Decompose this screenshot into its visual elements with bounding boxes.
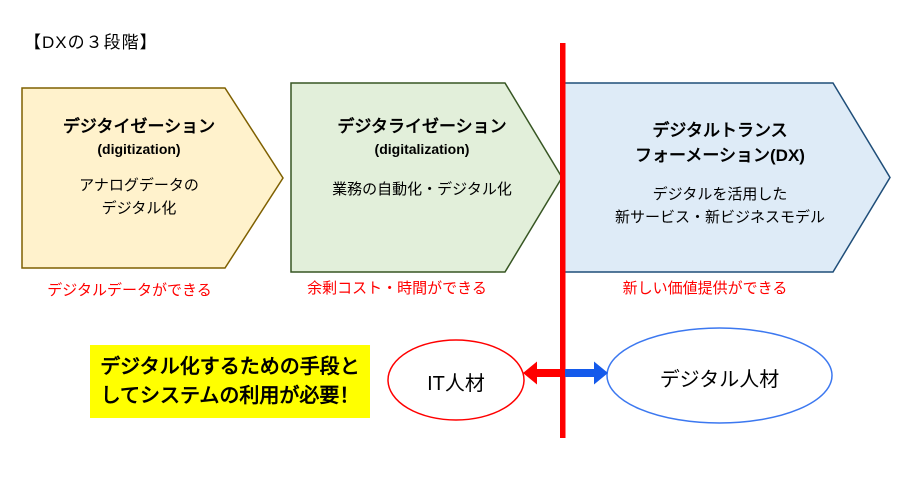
stage3-desc-line2: 新サービス・新ビジネスモデル [614, 209, 825, 226]
stage2-subtitle: (digitalization) [374, 141, 470, 157]
left-arrow-icon [523, 361, 565, 385]
stage2-chevron-shape [290, 82, 563, 273]
right-arrow-icon [565, 361, 608, 385]
note-line1: デジタル化するための手段と [100, 355, 360, 378]
it-jinzai-label: IT人材 [427, 373, 485, 395]
it-jinzai-ellipse [387, 339, 525, 421]
stage1-desc-line2: デジタル化 [101, 200, 177, 217]
stage2-desc-line1: 業務の自動化・デジタル化 [332, 181, 512, 198]
digital-jinzai-ellipse [606, 327, 833, 424]
page-title: 【DXの３段階】 [24, 33, 158, 52]
divider-line [560, 43, 566, 438]
stage1-text-block: デジタイゼーション (digitization) アナログデータの デジタル化 [24, 114, 254, 220]
note-box: デジタル化するための手段と してシステムの利用が必要！ [90, 345, 370, 418]
stage3-title-line2: フォーメーション(DX) [635, 146, 805, 165]
stage2-text-block: デジタライゼーション (digitalization) 業務の自動化・デジタル化 [293, 114, 551, 201]
stage3-desc-line1: デジタルを活用した [652, 186, 788, 203]
stage1-subtitle: (digitization) [97, 141, 181, 157]
digital-jinzai-label: デジタル人材 [659, 369, 780, 391]
note-line2: してシステムの利用が必要！ [100, 384, 360, 407]
stage1-caption: デジタルデータができる [47, 282, 212, 299]
stage3-text-block: デジタルトランス フォーメーション(DX) デジタルを活用した 新サービス・新ビ… [570, 118, 870, 229]
stage3-title-line1: デジタルトランス [652, 121, 788, 140]
stage1-desc-line1: アナログデータの [79, 177, 199, 194]
stage2-caption: 余剰コスト・時間ができる [307, 280, 487, 297]
stage2-title: デジタライゼーション [337, 117, 507, 136]
stage3-caption: 新しい価値提供ができる [622, 280, 788, 297]
stage1-title: デジタイゼーション [62, 117, 216, 136]
stage1-chevron-shape [21, 87, 284, 269]
